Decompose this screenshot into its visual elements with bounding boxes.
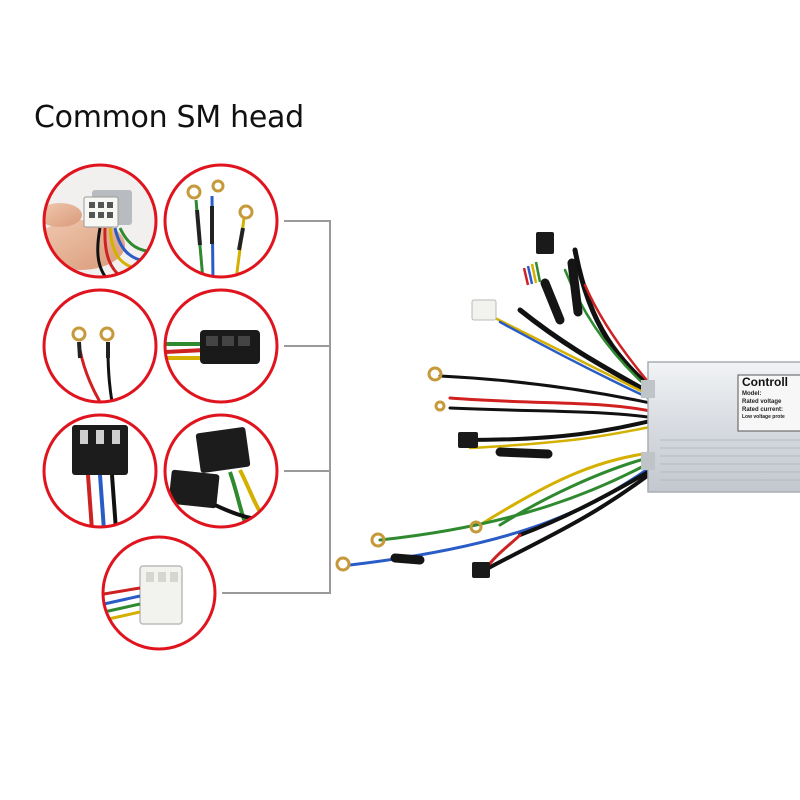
controller-label: Controll Model: Rated voltage Rated curr…: [742, 376, 800, 430]
connector-circle-white-plug: [101, 535, 217, 651]
page-title: Common SM head: [34, 100, 304, 135]
connector-circle-hand-plug: [42, 163, 158, 279]
controller-label-current: Rated current:: [742, 407, 784, 413]
wiring-harness: [348, 247, 658, 572]
controller-label-voltage: Rated voltage: [742, 399, 782, 405]
connector-circle-ring-terminals: [163, 163, 279, 279]
connector-circle-power-leads: [42, 288, 158, 404]
controller-label-low-voltage: Low voltage prote: [742, 414, 785, 420]
heat-shrink-sleeves: [390, 258, 583, 565]
connector-circle-black-plug: [163, 288, 279, 404]
connector-circle-double-plug: [163, 413, 279, 529]
controller-box: [641, 361, 800, 493]
controller-label-model: Model:: [742, 391, 762, 397]
connector-circle-three-pin: [42, 413, 158, 529]
controller-label-heading: Controll: [742, 376, 788, 389]
connector-bracket: [222, 220, 331, 594]
harness-connectors: [335, 232, 554, 578]
